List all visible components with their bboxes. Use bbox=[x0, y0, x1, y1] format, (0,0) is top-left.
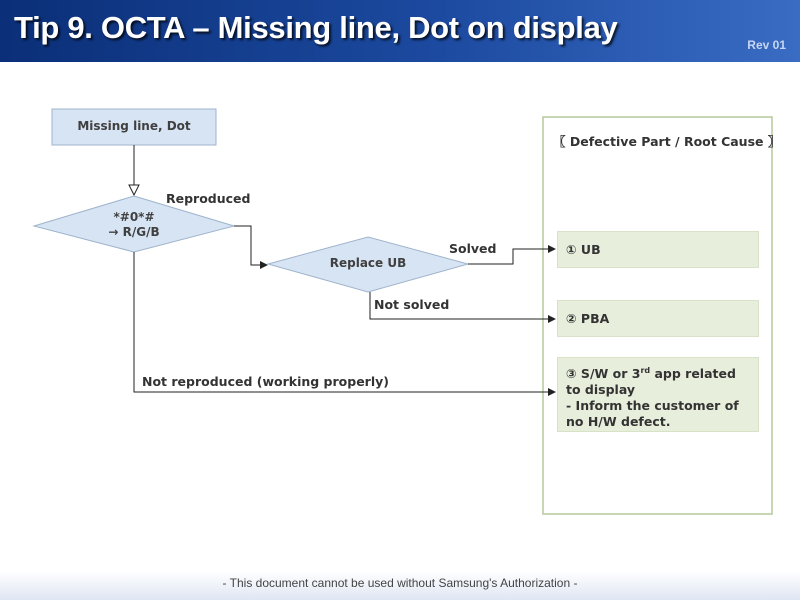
decision-line1: *#0*# bbox=[113, 210, 155, 224]
replace-ub-label: Replace UB bbox=[329, 256, 407, 270]
cause-pba: ② PBA bbox=[557, 300, 759, 337]
connector-reproduced bbox=[234, 225, 268, 269]
cause-software-line1: ③ S/W or 3rd app related to display bbox=[566, 363, 750, 398]
replace-ub-diamond bbox=[266, 236, 470, 293]
start-label: Missing line, Dot bbox=[77, 119, 191, 133]
label-solved: Solved bbox=[449, 241, 497, 256]
label-not-solved: Not solved bbox=[374, 297, 450, 312]
cause-software-sup: rd bbox=[640, 366, 651, 375]
cause-software-post: app related to display bbox=[566, 366, 736, 398]
connector-not-reproduced bbox=[133, 252, 556, 396]
connector-solved bbox=[468, 245, 556, 265]
page-title: Tip 9. OCTA – Missing line, Dot on displ… bbox=[14, 10, 618, 45]
arrowhead-hollow bbox=[128, 184, 140, 197]
footer-bar: - This document cannot be used without S… bbox=[0, 571, 800, 600]
decision-label: *#0*# → R/G/B bbox=[64, 210, 204, 240]
label-reproduced: Reproduced bbox=[166, 191, 251, 206]
cause-software-line2: - Inform the customer of no H/W defect. bbox=[566, 398, 739, 430]
decision-line2: → R/G/B bbox=[108, 225, 160, 239]
cause-software-pre: ③ S/W or 3 bbox=[566, 366, 641, 382]
header-banner: Tip 9. OCTA – Missing line, Dot on displ… bbox=[0, 0, 800, 62]
footer-note: - This document cannot be used without S… bbox=[222, 576, 578, 590]
root-cause-title: 〖 Defective Part / Root Cause 〗 bbox=[553, 134, 781, 149]
cause-ub: ① UB bbox=[557, 231, 759, 268]
cause-software: ③ S/W or 3rd app related to display - In… bbox=[557, 357, 759, 432]
start-box bbox=[51, 108, 217, 146]
root-cause-panel bbox=[542, 116, 773, 515]
connector-not-solved bbox=[369, 292, 556, 323]
revision-label: Rev 01 bbox=[747, 38, 786, 52]
label-not-reproduced: Not reproduced (working properly) bbox=[142, 374, 389, 389]
